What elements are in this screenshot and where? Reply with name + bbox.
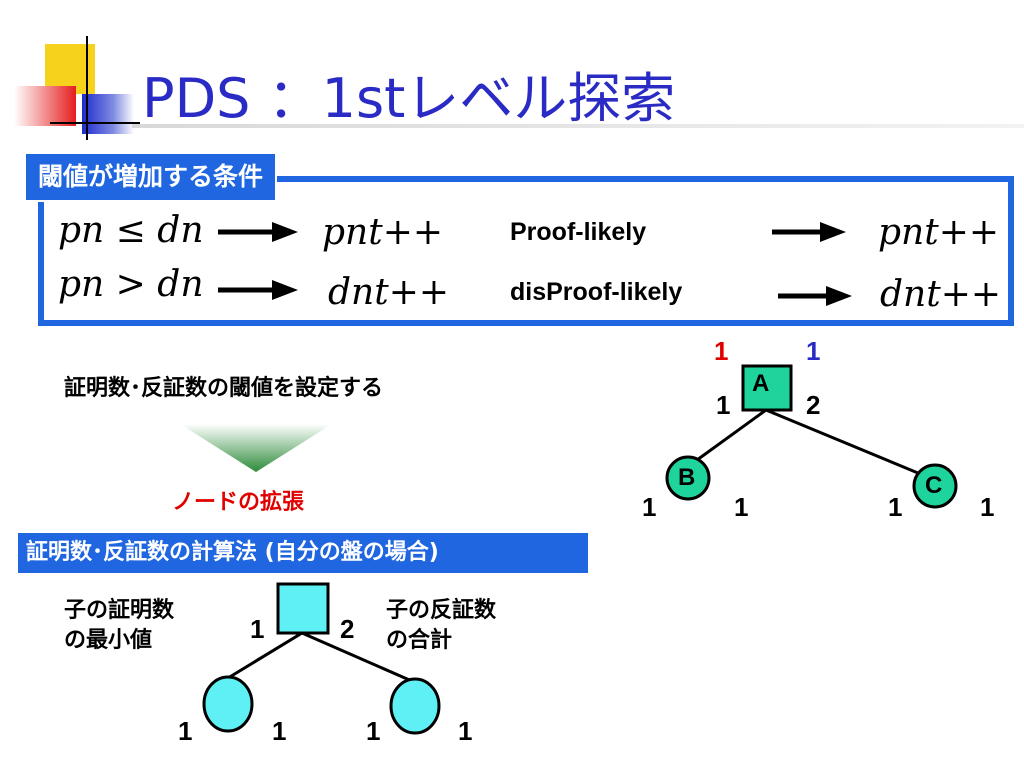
node-c-label: C [925, 472, 943, 499]
method-root-dn: 2 [340, 614, 355, 644]
title-decoration-hline [50, 122, 140, 124]
tree-edge [765, 408, 931, 480]
title-decoration-vline [86, 36, 88, 140]
arrow-right-icon [218, 280, 298, 300]
min-note-line2: の最小値 [64, 628, 153, 653]
condition-2-likely-rhs: dnt++ [880, 274, 1002, 315]
condition-2-likely: disProof-likely [510, 278, 683, 306]
condition-1-rhs: pnt++ [322, 212, 444, 253]
condition-1-lhs: pn ≤ dn [58, 210, 204, 251]
node-a-dn: 2 [806, 390, 821, 420]
condition-2-rhs: dnt++ [328, 272, 450, 313]
node-a-pn: 1 [716, 390, 731, 420]
tree-top [665, 364, 958, 509]
arrow-right-icon [778, 286, 852, 306]
method-root-pn: 1 [250, 614, 265, 644]
min-note: 子の証明数 の最小値 [64, 596, 174, 656]
tree-method [202, 582, 441, 735]
condition-1-likely: Proof-likely [510, 218, 647, 246]
arrow-right-icon [218, 222, 298, 242]
method-root-square [276, 582, 330, 635]
title-decoration-red [14, 86, 76, 126]
node-b-pn: 1 [642, 492, 657, 522]
node-a-dn-threshold: 1 [806, 336, 821, 366]
threshold-text: 証明数･反証数の閾値を設定する [64, 376, 384, 401]
down-triangle-icon [180, 424, 332, 472]
slide-title: PDS ：1stレベル探索 [142, 67, 676, 130]
node-b-label: B [678, 464, 696, 491]
method-child-circle [389, 677, 441, 735]
method-child1-pn: 1 [178, 716, 193, 746]
method-child1-dn: 1 [272, 716, 287, 746]
node-a-label: A [752, 370, 770, 397]
condition-1-likely-rhs: pnt++ [878, 212, 1000, 253]
min-note-line1: 子の証明数 [64, 598, 175, 623]
node-c-circle [912, 463, 958, 509]
node-a-pn-threshold: 1 [714, 336, 729, 366]
method-child-circle [202, 675, 254, 733]
node-c-pn: 1 [888, 492, 903, 522]
title-decoration-blue [82, 94, 134, 134]
method-child2-pn: 1 [366, 716, 381, 746]
node-b-dn: 1 [734, 492, 749, 522]
tree-edge [227, 631, 303, 680]
arrow-right-icon [772, 222, 846, 242]
condition-arrows [218, 222, 852, 306]
condition-2-lhs: pn > dn [58, 264, 204, 305]
tree-edge [696, 408, 767, 462]
node-a-square [741, 364, 793, 412]
node-b-circle [665, 455, 711, 501]
tree-edge [301, 631, 415, 684]
node-c-dn: 1 [980, 492, 995, 522]
method-label: 証明数･反証数の計算法 (自分の盤の場合) [18, 533, 588, 573]
title-underline [132, 124, 1024, 128]
expand-text: ノードの拡張 [172, 490, 305, 515]
method-child2-dn: 1 [458, 716, 473, 746]
sum-note-line1: 子の反証数 [386, 598, 497, 623]
sum-note-line2: の合計 [386, 628, 453, 653]
condition-box-label: 閾値が増加する条件 [24, 152, 278, 202]
sum-note: 子の反証数 の合計 [386, 596, 496, 656]
